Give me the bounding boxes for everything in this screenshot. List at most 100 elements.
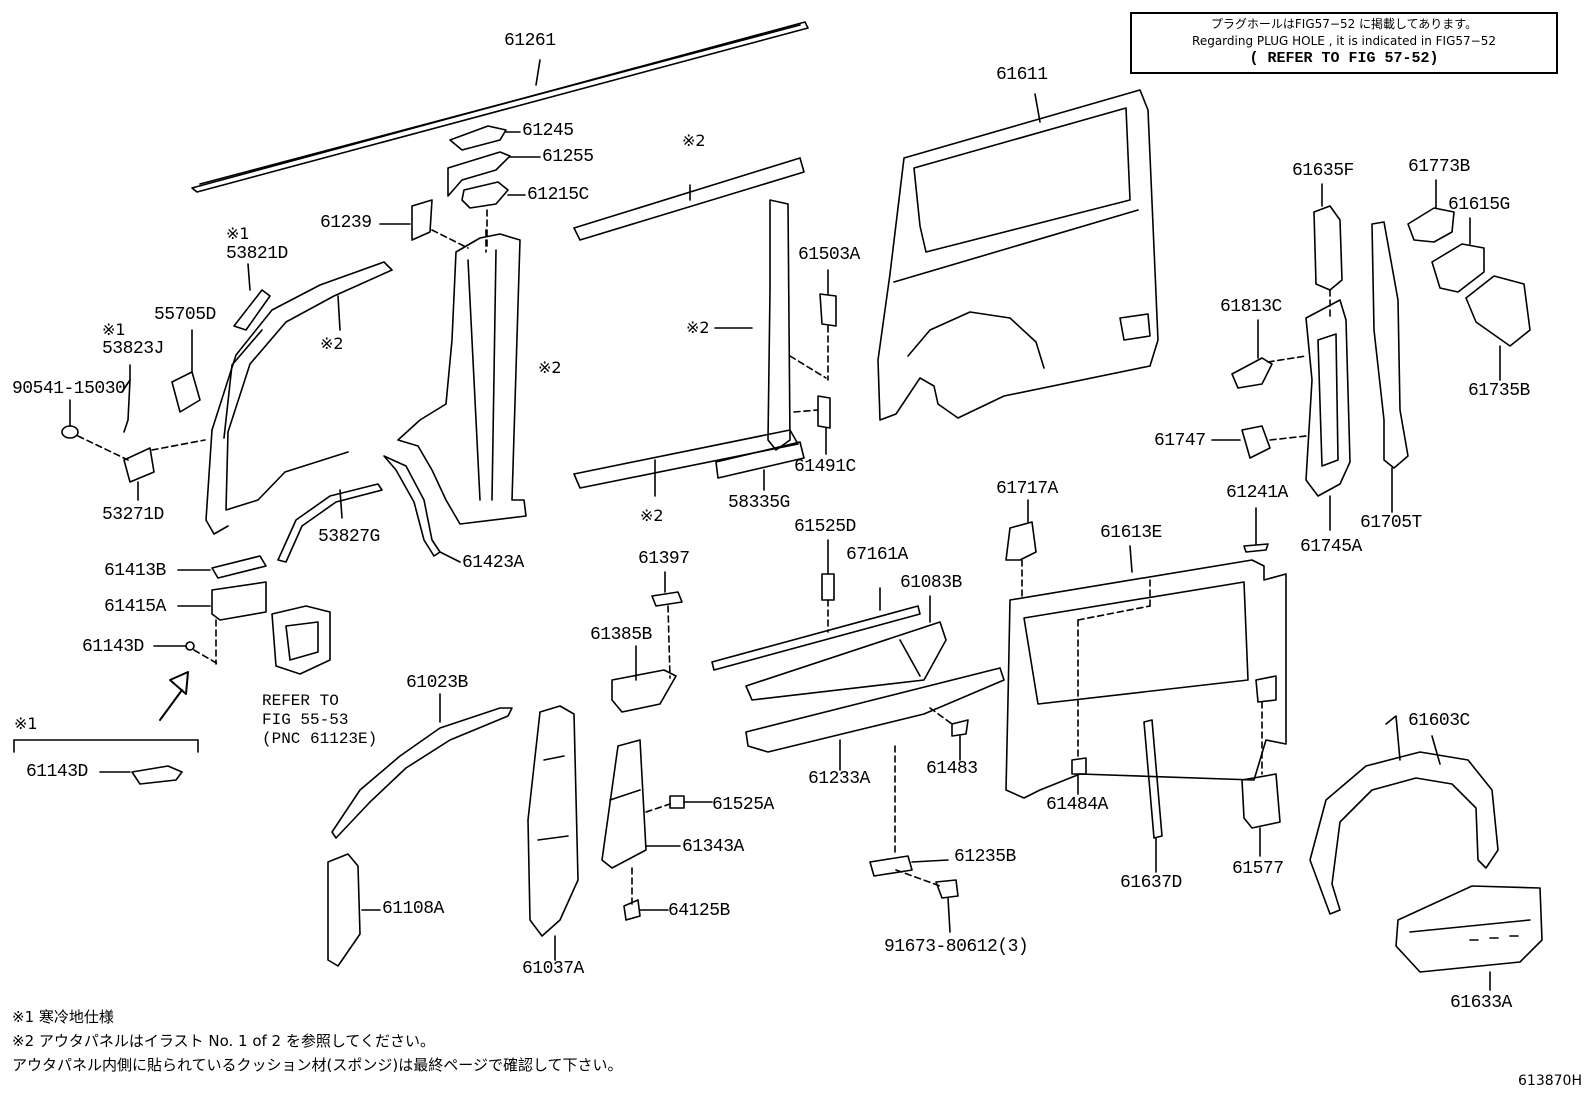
part-label[interactable]: 61484A <box>1046 795 1108 815</box>
part-61484A <box>1071 757 1087 795</box>
part-61491C <box>793 395 831 455</box>
refer-fig-55-53[interactable]: REFER TO FIG 55-53 (PNC 61123E) <box>262 692 377 749</box>
part-label[interactable]: 61143D <box>82 637 144 657</box>
part-67161A <box>711 587 921 671</box>
part-label[interactable]: 58335G <box>728 493 790 513</box>
part-label[interactable]: 61239 <box>320 213 372 233</box>
part-53823J <box>121 364 131 433</box>
part-61239 <box>379 199 469 249</box>
part-53271D <box>123 439 206 501</box>
part-61717A <box>1005 499 1037 601</box>
part-label[interactable]: 67161A <box>846 545 908 565</box>
part-label[interactable]: 61415A <box>104 597 166 617</box>
part-61423A <box>383 455 461 563</box>
part-label[interactable]: 61083B <box>900 573 962 593</box>
part-roof-rail-61261 <box>191 21 809 193</box>
part-label[interactable]: 53821D <box>226 244 288 264</box>
part-label[interactable]: 61705T <box>1360 513 1422 533</box>
part-label[interactable]: 61577 <box>1232 859 1284 879</box>
part-label[interactable]: 61717A <box>996 479 1058 499</box>
part-61037A <box>527 705 579 961</box>
part-61525D <box>821 539 835 633</box>
part-label[interactable]: 53823J <box>102 339 164 359</box>
note2-marker: ※2 <box>320 334 344 353</box>
part-label[interactable]: 61261 <box>504 31 556 51</box>
part-label[interactable]: 61423A <box>462 553 524 573</box>
part-61415A <box>177 581 267 621</box>
part-61235B <box>869 855 959 933</box>
part-61813C <box>1231 319 1307 389</box>
note1-marker: ※1 <box>102 320 126 339</box>
part-label[interactable]: 61603C <box>1408 711 1470 731</box>
part-61023B <box>331 693 513 839</box>
part-label[interactable]: 61255 <box>542 147 594 167</box>
note2-marker: ※2 <box>682 131 706 150</box>
part-61413B <box>177 555 267 579</box>
part-64125B <box>623 899 669 921</box>
part-61577 <box>1241 701 1281 857</box>
part-side-door-frame <box>573 157 805 497</box>
notice-box: プラグホールはFIG57−52 に掲載してあります。 Regarding PLU… <box>1130 12 1558 74</box>
part-61108A <box>327 853 381 967</box>
part-label[interactable]: 61108A <box>382 899 444 919</box>
part-label[interactable]: 61635F <box>1292 161 1354 181</box>
part-label[interactable]: 53827G <box>318 527 380 547</box>
part-label[interactable]: 61735B <box>1468 381 1530 401</box>
part-label[interactable]: 61611 <box>996 65 1048 85</box>
part-label[interactable]: 61613E <box>1100 523 1162 543</box>
part-61083B <box>745 595 947 701</box>
part-label[interactable]: 61745A <box>1300 537 1362 557</box>
part-label[interactable]: 61525A <box>712 795 774 815</box>
part-61385B <box>611 645 677 713</box>
notice-line-3: ( REFER TO FIG 57-52) <box>1249 50 1439 67</box>
part-label[interactable]: 61525D <box>794 517 856 537</box>
notice-line-1: プラグホールはFIG57−52 に掲載してあります。 <box>1210 17 1478 31</box>
part-90541-15030 <box>61 399 129 461</box>
part-label[interactable]: 61773B <box>1408 157 1470 177</box>
part-label[interactable]: 61615G <box>1448 195 1510 215</box>
part-label[interactable]: 61385B <box>590 625 652 645</box>
part-55705D <box>171 329 201 413</box>
note1-bracket <box>13 739 199 785</box>
part-label[interactable]: 61491C <box>794 457 856 477</box>
note1-marker: ※1 <box>226 224 250 243</box>
part-label[interactable]: 61143D <box>26 762 88 782</box>
note1-marker: ※1 <box>14 714 38 733</box>
illustration-id: 613870H <box>1518 1073 1582 1089</box>
part-61745A <box>1305 299 1351 531</box>
part-label[interactable]: 61343A <box>682 837 744 857</box>
part-61503A <box>789 269 837 381</box>
part-label[interactable]: 61037A <box>522 959 584 979</box>
part-label[interactable]: 55705D <box>154 305 216 325</box>
part-label[interactable]: 61637D <box>1120 873 1182 893</box>
part-label[interactable]: 61235B <box>954 847 1016 867</box>
part-label[interactable]: 61747 <box>1154 431 1206 451</box>
part-label[interactable]: 61241A <box>1226 483 1288 503</box>
part-label[interactable]: 64125B <box>668 901 730 921</box>
part-latch-ref <box>271 605 331 675</box>
part-label[interactable]: 61215C <box>527 185 589 205</box>
part-61613E <box>1005 545 1287 799</box>
part-61635F <box>1313 183 1343 321</box>
part-61705T <box>1371 221 1409 513</box>
part-61241A <box>1243 507 1269 553</box>
part-61525A <box>645 795 713 813</box>
part-label[interactable]: 61483 <box>926 759 978 779</box>
part-label[interactable]: 61023B <box>406 673 468 693</box>
part-label[interactable]: 61245 <box>522 121 574 141</box>
part-61615G <box>1431 217 1485 293</box>
part-label[interactable]: 61503A <box>798 245 860 265</box>
part-label[interactable]: 61233A <box>808 769 870 789</box>
part-label[interactable]: 61413B <box>104 561 166 581</box>
part-61637D <box>1143 719 1163 873</box>
refer-line-1: REFER TO <box>262 692 339 710</box>
part-label[interactable]: 61633A <box>1450 993 1512 1013</box>
part-label[interactable]: 61813C <box>1220 297 1282 317</box>
part-58335G <box>715 441 805 491</box>
part-label[interactable]: 61397 <box>638 549 690 569</box>
part-61773B <box>1407 179 1455 243</box>
refer-line-3: (PNC 61123E) <box>262 730 378 748</box>
part-label[interactable]: 91673-80612(3) <box>884 937 1029 957</box>
part-label[interactable]: 90541-15030 <box>12 379 126 399</box>
part-label[interactable]: 53271D <box>102 505 164 525</box>
